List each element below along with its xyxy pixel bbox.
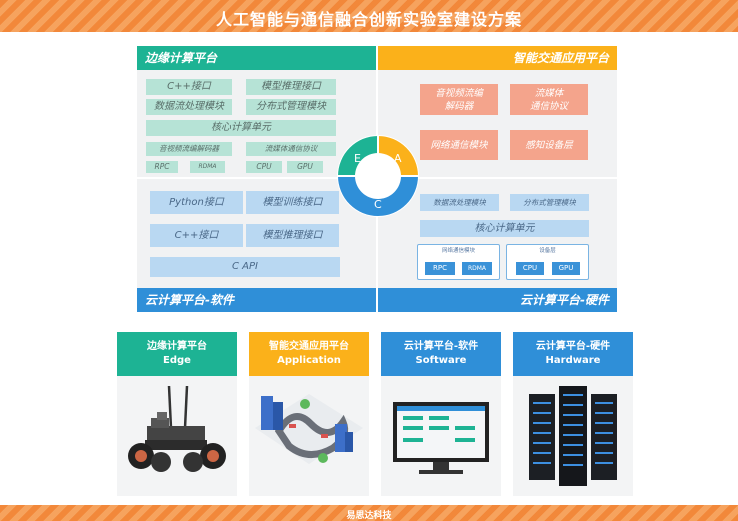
sw-python-interface: Python接口 xyxy=(150,191,243,214)
sw-inference-interface: 模型推理接口 xyxy=(246,224,339,247)
smart-city-icon xyxy=(255,394,363,464)
ring-label-a: A xyxy=(394,152,402,165)
edge-media-protocol: 流媒体通信协议 xyxy=(246,142,336,156)
footer-banner xyxy=(0,505,738,521)
card-software-header: 云计算平台-软件 Software xyxy=(381,332,501,376)
card-software-title: 云计算平台-软件 xyxy=(403,341,479,352)
hw-rdma: RDMA xyxy=(462,262,492,275)
header-banner xyxy=(0,0,738,32)
traffic-sensor-layer: 感知设备层 xyxy=(510,130,588,160)
edge-cpu: CPU xyxy=(246,161,282,173)
edge-rdma: RDMA xyxy=(190,161,225,173)
footer-company: 易思达科技 xyxy=(346,511,392,521)
hw-device-group-label: 设备层 xyxy=(539,248,556,254)
hw-network-group-label: 网络通信模块 xyxy=(441,248,475,254)
ring-segment-c xyxy=(338,176,418,216)
cloud-software-title: 云计算平台-软件 xyxy=(137,288,376,312)
server-rack-icon xyxy=(529,386,617,486)
card-edge-subtitle: Edge xyxy=(163,355,191,366)
ring-segment-e xyxy=(338,136,378,176)
hw-gpu: GPU xyxy=(552,262,580,275)
hw-stream-module: 数据流处理模块 xyxy=(420,194,499,211)
ring-label-e: E xyxy=(354,152,361,165)
edge-cpp-interface: C++接口 xyxy=(146,79,232,95)
hw-device-group: 设备层 CPU GPU xyxy=(506,244,589,280)
card-application-header: 智能交通应用平台 Application xyxy=(249,332,369,376)
card-hardware-subtitle: Hardware xyxy=(545,355,601,366)
card-hardware: 云计算平台-硬件 Hardware xyxy=(513,332,633,496)
traffic-platform-title: 智能交通应用平台 xyxy=(378,46,617,70)
hw-cpu: CPU xyxy=(516,262,544,275)
edge-codec: 音视频流编解码器 xyxy=(146,142,232,156)
traffic-network-module: 网络通信模块 xyxy=(420,130,498,160)
edge-distributed-module: 分布式管理模块 xyxy=(246,99,336,115)
traffic-media-line1: 流媒体 xyxy=(534,87,564,99)
card-hardware-header: 云计算平台-硬件 Hardware xyxy=(513,332,633,376)
hw-distributed-module: 分布式管理模块 xyxy=(510,194,589,211)
edge-gpu: GPU xyxy=(287,161,323,173)
edge-rpc: RPC xyxy=(146,161,178,173)
traffic-media-line2: 通信协议 xyxy=(529,100,568,112)
robot-car-icon xyxy=(128,385,226,472)
traffic-codec-line1: 音视频流编 xyxy=(435,87,483,99)
sw-training-interface: 模型训练接口 xyxy=(246,191,339,214)
card-hardware-title: 云计算平台-硬件 xyxy=(535,341,611,352)
sw-cpp-interface: C++接口 xyxy=(150,224,243,247)
card-application: 智能交通应用平台 Application xyxy=(249,332,369,496)
traffic-codec: 音视频流编解码器 xyxy=(420,84,498,115)
ring-label-c: C xyxy=(374,198,382,211)
card-edge: 边缘计算平台 Edge xyxy=(117,332,237,496)
cloud-hardware-title: 云计算平台-硬件 xyxy=(378,288,617,312)
card-software: 云计算平台-软件 Software xyxy=(381,332,501,496)
card-edge-header: 边缘计算平台 Edge xyxy=(117,332,237,376)
edge-model-inference-interface: 模型推理接口 xyxy=(246,79,336,95)
traffic-media-protocol: 流媒体通信协议 xyxy=(510,84,588,115)
page-title: 人工智能与通信融合创新实验室建设方案 xyxy=(215,10,522,29)
edge-core-unit: 核心计算单元 xyxy=(146,120,336,136)
edge-platform-title: 边缘计算平台 xyxy=(137,46,376,70)
monitor-icon xyxy=(393,402,489,474)
hw-core-unit: 核心计算单元 xyxy=(420,220,589,237)
sw-c-api: C API xyxy=(150,257,340,277)
ring-segment-a xyxy=(378,136,418,176)
card-application-title: 智能交通应用平台 xyxy=(269,341,349,352)
card-application-subtitle: Application xyxy=(277,355,341,366)
card-software-subtitle: Software xyxy=(415,355,467,366)
edge-stream-module: 数据流处理模块 xyxy=(146,99,232,115)
traffic-codec-line2: 解码器 xyxy=(444,100,474,112)
eac-ring: E A C xyxy=(337,135,419,217)
architecture-diagram: 边缘计算平台 智能交通应用平台 云计算平台-软件 云计算平台-硬件 C++接口 … xyxy=(137,46,617,312)
card-edge-title: 边缘计算平台 xyxy=(147,341,207,352)
hw-rpc: RPC xyxy=(425,262,455,275)
hw-network-group: 网络通信模块 RPC RDMA xyxy=(417,244,500,280)
